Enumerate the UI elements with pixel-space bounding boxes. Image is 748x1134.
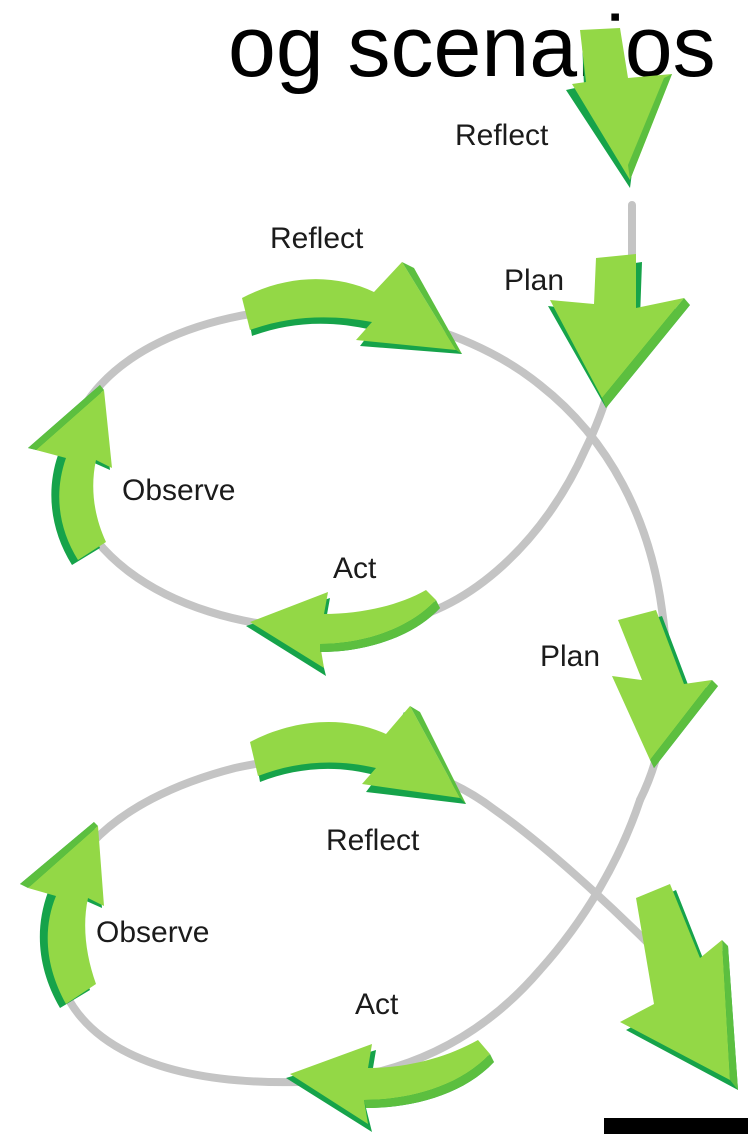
label-reflect-top: Reflect xyxy=(455,119,549,152)
label-observe-loop1: Observe xyxy=(122,474,235,507)
act-arrow-loop2 xyxy=(286,1040,494,1132)
plan-arrow-loop1 xyxy=(612,610,718,768)
label-reflect-loop2: Reflect xyxy=(326,824,420,857)
reflect-arrow-loop1 xyxy=(242,262,462,354)
plan-arrow-top xyxy=(548,254,690,408)
black-bar xyxy=(604,1118,748,1134)
reflect-arrow-top xyxy=(566,28,672,188)
observe-arrow-loop1 xyxy=(28,385,112,565)
label-plan-loop1: Plan xyxy=(540,640,600,673)
exit-arrow xyxy=(620,884,738,1090)
label-reflect-loop1: Reflect xyxy=(270,222,364,255)
observe-arrow-loop2 xyxy=(20,822,104,1008)
label-act-loop1: Act xyxy=(333,552,377,585)
label-observe-loop2: Observe xyxy=(96,916,209,949)
label-plan-top: Plan xyxy=(504,264,564,297)
act-arrow-loop1 xyxy=(246,590,440,676)
reflect-arrow-loop2 xyxy=(250,706,466,804)
label-act-loop2: Act xyxy=(355,988,399,1021)
